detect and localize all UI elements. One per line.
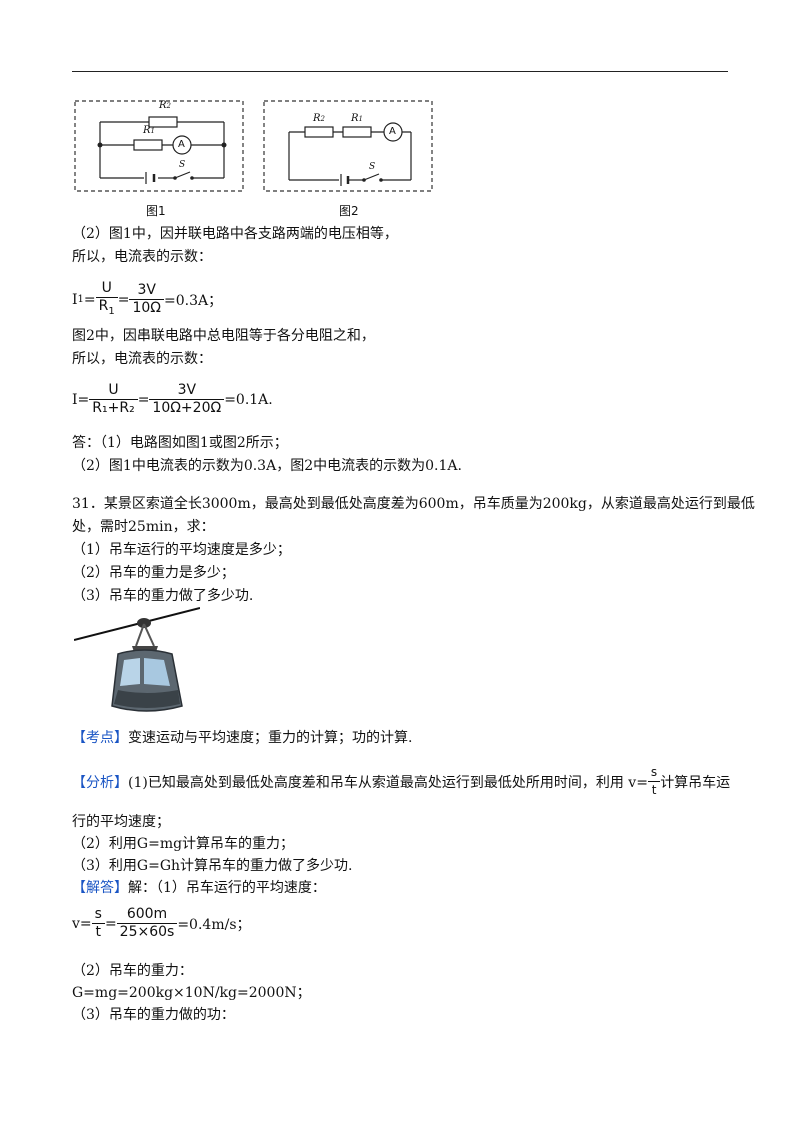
cable-car-illustration <box>73 606 201 720</box>
analysis-line: 行的平均速度； <box>72 814 170 830</box>
parallel-circuit-diagram <box>74 100 244 192</box>
answer-line: （2）图1中电流表的示数为0.3A，图2中电流表的示数为0.1A. <box>72 458 462 474</box>
problem-31-text: 31．某景区索道全长3000m，最高处到最低处高度差为600m，吊车质量为200… <box>72 496 755 512</box>
problem-31-question: （1）吊车运行的平均速度是多少； <box>72 542 291 558</box>
analysis-line: 【分析】(1)已知最高处到最低处高度差和吊车从索道最高处运行到最低处所用时间，利… <box>72 765 731 797</box>
problem-31-text: 处，需时25min，求： <box>72 519 215 535</box>
solution-line: 图2中，因串联电路中总电阻等于各分电阻之和， <box>72 328 375 344</box>
header-rule <box>72 71 728 72</box>
circuit-figure-2: R2 R1 A S <box>263 100 433 192</box>
cable-car-image <box>73 607 201 712</box>
solution-line: （2）图1中，因并联电路中各支路两端的电压相等， <box>72 226 398 242</box>
ammeter-label: A <box>389 126 396 137</box>
series-circuit-diagram <box>263 100 433 192</box>
fenxi-tag: 【分析】 <box>72 774 128 791</box>
analysis-line: （3）利用G=Gh计算吊车的重力做了多少功. <box>72 858 353 874</box>
circuit-figure-1: R2 R1 A S <box>74 100 244 192</box>
answer-line: 答：（1）电路图如图1或图2所示； <box>72 435 288 451</box>
figure-2-caption: 图2 <box>339 204 359 218</box>
jieda-tag: 【解答】 <box>72 880 128 896</box>
analysis-line: （2）利用G=mg计算吊车的重力； <box>72 836 295 852</box>
ammeter-label: A <box>178 139 185 150</box>
solution-line: 所以，电流表的示数： <box>72 249 212 265</box>
problem-31-question: （3）吊车的重力做了多少功. <box>72 588 254 604</box>
solution-line: 所以，电流表的示数： <box>72 351 212 367</box>
kaodian-tag: 【考点】 <box>72 730 128 746</box>
switch-label: S <box>179 160 186 170</box>
solution-line: G=mg=200kg×10N/kg=2000N； <box>72 985 311 1001</box>
switch-label: S <box>369 162 376 172</box>
solution-line: （3）吊车的重力做的功： <box>72 1007 235 1023</box>
problem-31-question: （2）吊车的重力是多少； <box>72 565 235 581</box>
solution-line: （2）吊车的重力： <box>72 963 193 979</box>
figure-1-caption: 图1 <box>146 204 166 218</box>
